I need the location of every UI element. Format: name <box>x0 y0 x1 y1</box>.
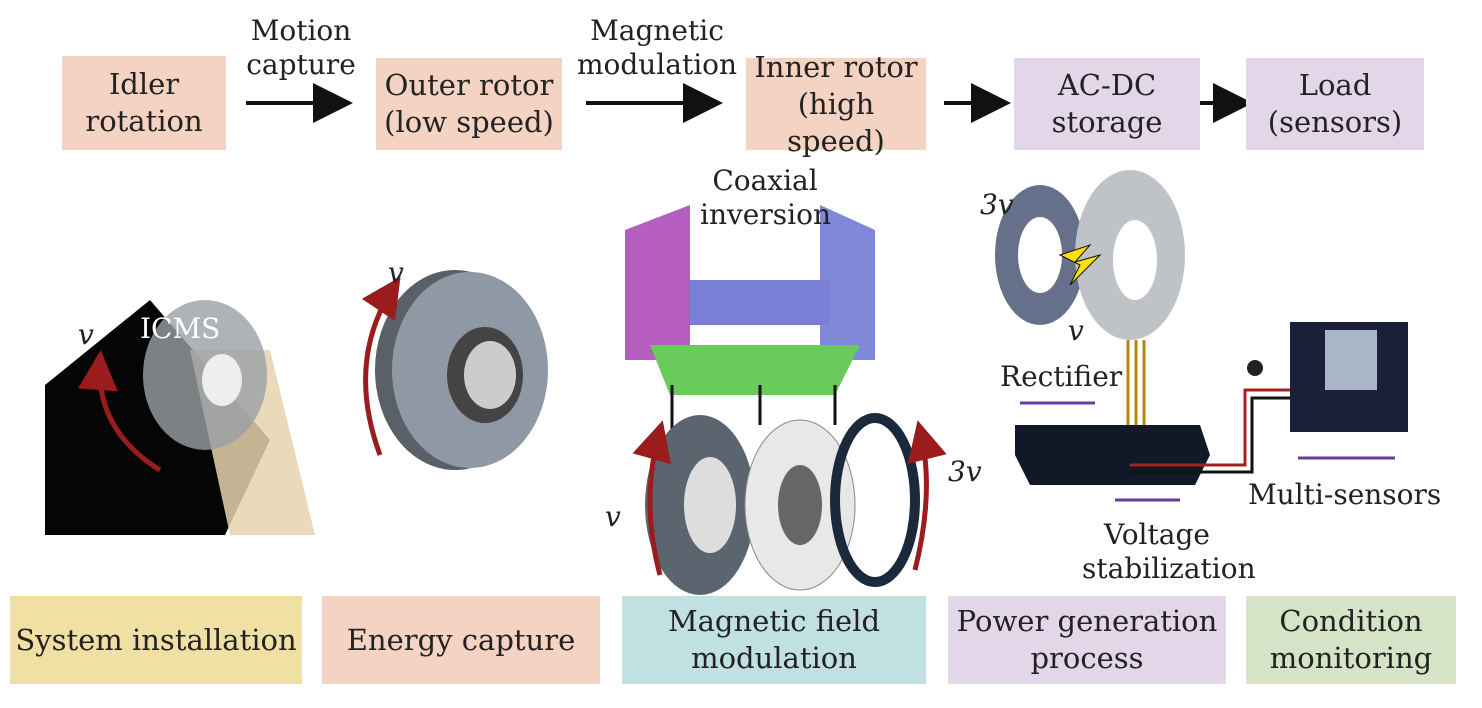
flow-step-label: Inner rotor (high speed) <box>754 49 918 158</box>
flow-step-load: Load (sensors) <box>1246 58 1424 150</box>
stage-label: Energy capture <box>346 622 576 657</box>
flow-step-label: Outer rotor (low speed) <box>384 68 554 139</box>
flow-step-acdc-storage: AC-DC storage <box>1014 58 1200 150</box>
multi-sensors-label: Multi-sensors <box>1248 478 1442 511</box>
generator-illustration <box>995 170 1185 440</box>
stage-energy-capture: Energy capture <box>322 596 600 684</box>
flow-step-label: Idler rotation <box>85 67 203 138</box>
rectifier-board <box>1015 388 1290 502</box>
stage-system-installation: System installation <box>10 596 302 684</box>
sensor-board <box>1247 322 1408 460</box>
stage-condition-monitoring: Condition monitoring <box>1246 596 1456 684</box>
stage-power-generation: Power generation process <box>948 596 1226 684</box>
idler-illustration <box>45 300 315 535</box>
stage-label: System installation <box>15 622 297 657</box>
coaxial-gear-illustration <box>625 205 875 395</box>
stage-label: Magnetic field modulation <box>667 604 881 675</box>
stage-label: Power generation process <box>956 604 1218 675</box>
coaxial-inversion-label: Coaxial inversion <box>700 164 831 231</box>
velocity-label: v <box>78 318 94 351</box>
three-v-label: 3v <box>980 188 1014 221</box>
velocity-label: v <box>605 500 621 533</box>
flow-step-idler-rotation: Idler rotation <box>62 56 226 150</box>
flow-step-outer-rotor: Outer rotor (low speed) <box>376 58 562 150</box>
modulation-rings <box>632 385 947 595</box>
flow-step-label: Load (sensors) <box>1267 68 1403 139</box>
rectifier-label: Rectifier <box>1000 360 1123 393</box>
arrow-label-magnetic-modulation: Magnetic modulation <box>576 14 738 81</box>
stage-label: Condition monitoring <box>1269 604 1433 675</box>
three-v-label: 3v <box>948 455 982 488</box>
rotor-illustration <box>361 270 548 470</box>
icms-label: ICMS <box>140 312 221 345</box>
stage-magnetic-field-modulation: Magnetic field modulation <box>622 596 926 684</box>
flow-step-inner-rotor: Inner rotor (high speed) <box>746 50 926 158</box>
velocity-label: v <box>388 256 404 289</box>
voltage-stabilization-label: Voltage stabilization <box>1082 518 1256 585</box>
velocity-label: v <box>1068 314 1084 347</box>
arrow-label-motion-capture: Motion capture <box>246 14 356 81</box>
flow-step-label: AC-DC storage <box>1051 68 1163 139</box>
